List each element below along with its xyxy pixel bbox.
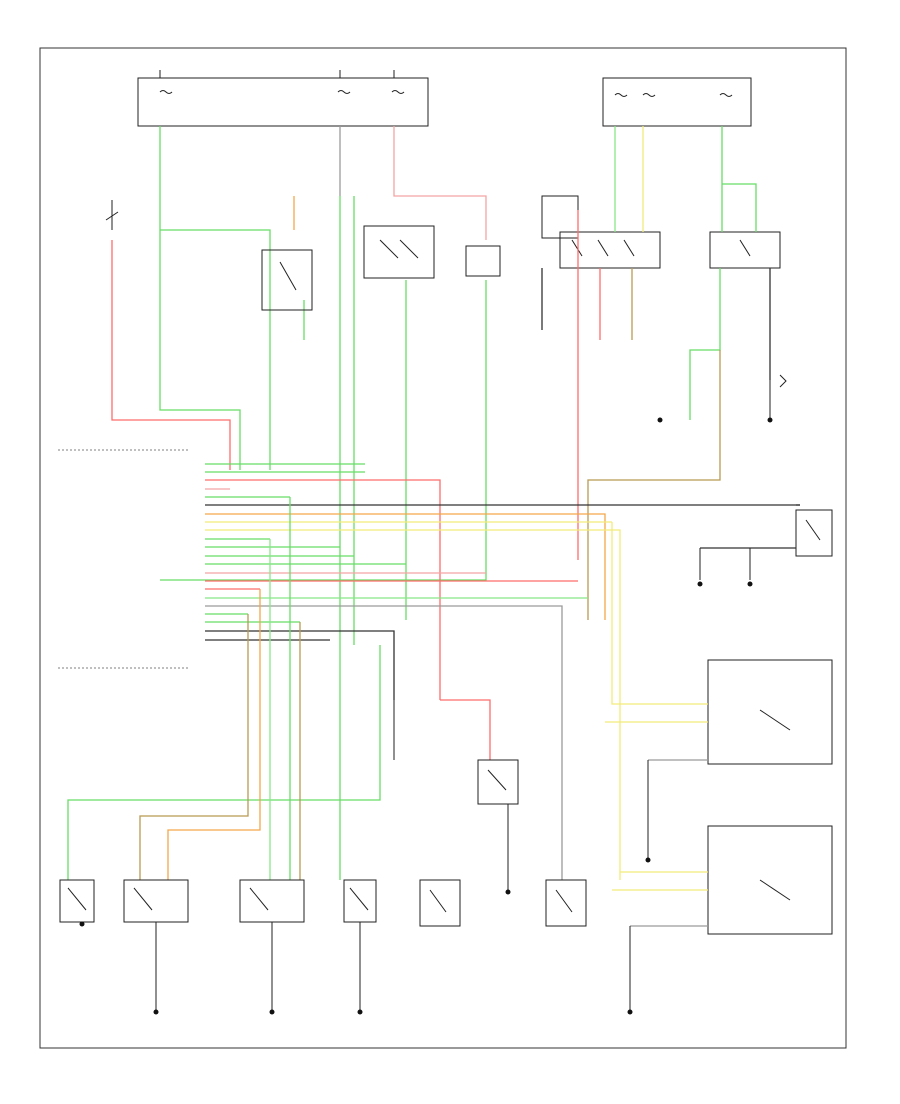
relay-box-b [709,231,781,269]
fuse-panel-right-box [602,77,752,127]
relay-box-a [559,231,661,269]
outer-frame [39,47,847,1049]
wires-top-left [111,126,487,645]
ground-symbol-b [767,417,773,423]
ignition-switch-box [363,225,435,279]
switch-cluster-top [105,200,501,311]
fuse-panel-right [602,77,752,127]
fuse-header-ticks-left [159,70,395,78]
lower-left [59,497,381,1015]
relay-cluster-right [541,126,787,620]
fuse-symbols-left [159,90,405,94]
switch-box-b [465,245,501,277]
switch-box-a [261,249,313,311]
lock-actuator-lower [612,825,833,1015]
module-connector [58,449,800,880]
door-switch-right [697,504,833,587]
lock-actuator-upper [605,522,833,863]
ground-symbol-a [657,417,663,423]
pin-rows [205,463,800,880]
fuse-panel-left-box [137,77,429,127]
lower-center [393,699,587,927]
fuse-panel-left [137,70,429,127]
